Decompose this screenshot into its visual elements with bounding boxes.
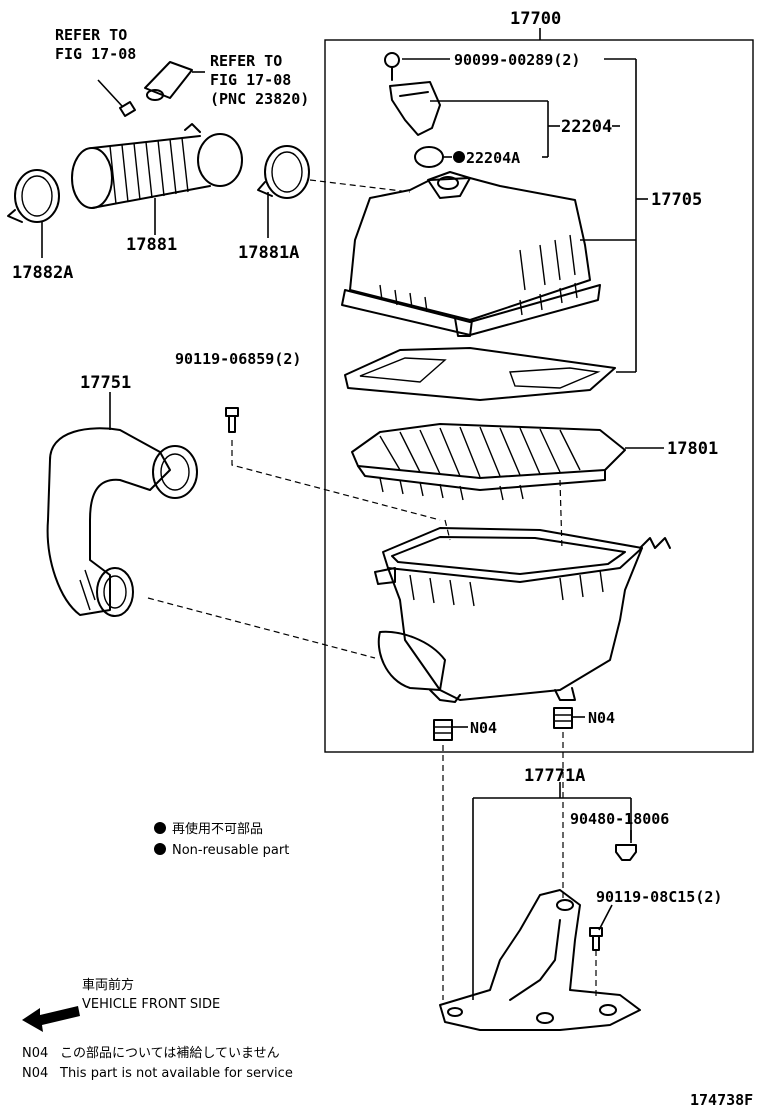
figure-number: 174738F: [690, 1091, 753, 1109]
legend-non-reusable-en: Non-reusable part: [172, 843, 289, 858]
non-reusable-marker: [453, 151, 465, 163]
hose-clamp-left: [7, 169, 60, 223]
hose-clamp-right: [257, 145, 310, 199]
n04-note-jp: この部品については補給していません: [60, 1046, 280, 1061]
front-label-jp: 車両前方: [82, 977, 134, 993]
sensor-gasket: [414, 146, 444, 168]
label-clamp-b: 17882A: [12, 263, 73, 283]
n04-note-en: This part is not available for service: [59, 1066, 293, 1081]
label-refer-2-pnc: (PNC 23820): [210, 90, 309, 108]
label-sensor: 22204: [561, 117, 612, 137]
label-bolt-bracket: 90119-08C15(2): [596, 888, 722, 906]
label-refer-2: REFER TO: [210, 52, 282, 70]
label-filter: 17801: [667, 439, 718, 459]
grommet-left: [433, 719, 453, 741]
air-cleaner-cap: [341, 171, 601, 337]
label-grommet: 90480-18006: [570, 810, 669, 828]
label-bolt-case: 90119-06859(2): [175, 350, 301, 368]
label-inlet: 17751: [80, 373, 131, 393]
label-hose: 17881: [126, 235, 177, 255]
n04-note-jp-code: N04: [22, 1046, 48, 1061]
label-cap: 17705: [651, 190, 702, 210]
grommet-right: [553, 707, 573, 729]
legend-bullet-icon: [154, 822, 166, 834]
legend-non-reusable-jp: 再使用不可部品: [172, 821, 263, 837]
cap-mesh-gasket: [344, 347, 616, 401]
air-cleaner-hose: [71, 123, 243, 209]
air-flow-sensor: [384, 52, 444, 168]
air-cleaner-case: [374, 527, 671, 703]
grommet-bracket: [615, 844, 637, 861]
bolt-bracket: [589, 927, 603, 951]
label-bracket: 17771A: [524, 766, 585, 786]
label-assembly: 17700: [510, 9, 561, 29]
label-clamp-a: 17881A: [238, 243, 299, 263]
label-refer-2-fig: FIG 17-08: [210, 71, 291, 89]
bolt-case: [225, 407, 239, 433]
label-bolt-sensor: 90099-00289(2): [454, 51, 580, 69]
label-n04-right: N04: [588, 709, 615, 727]
air-filter-element: [351, 423, 626, 501]
legend-bullet-icon: [154, 843, 166, 855]
label-refer-1: REFER TO: [55, 26, 127, 44]
n04-note-en-code: N04: [22, 1066, 48, 1081]
vehicle-front-arrow-icon: [22, 1006, 80, 1032]
label-n04-left: N04: [470, 719, 497, 737]
support-bracket: [439, 889, 641, 1031]
label-refer-1-fig: FIG 17-08: [55, 45, 136, 63]
air-inlet-duct: [46, 427, 198, 617]
assembly-frame: [324, 39, 754, 753]
reference-pipe: [119, 61, 193, 117]
label-gasket: 22204A: [466, 149, 520, 167]
front-label-en: VEHICLE FRONT SIDE: [82, 997, 220, 1012]
